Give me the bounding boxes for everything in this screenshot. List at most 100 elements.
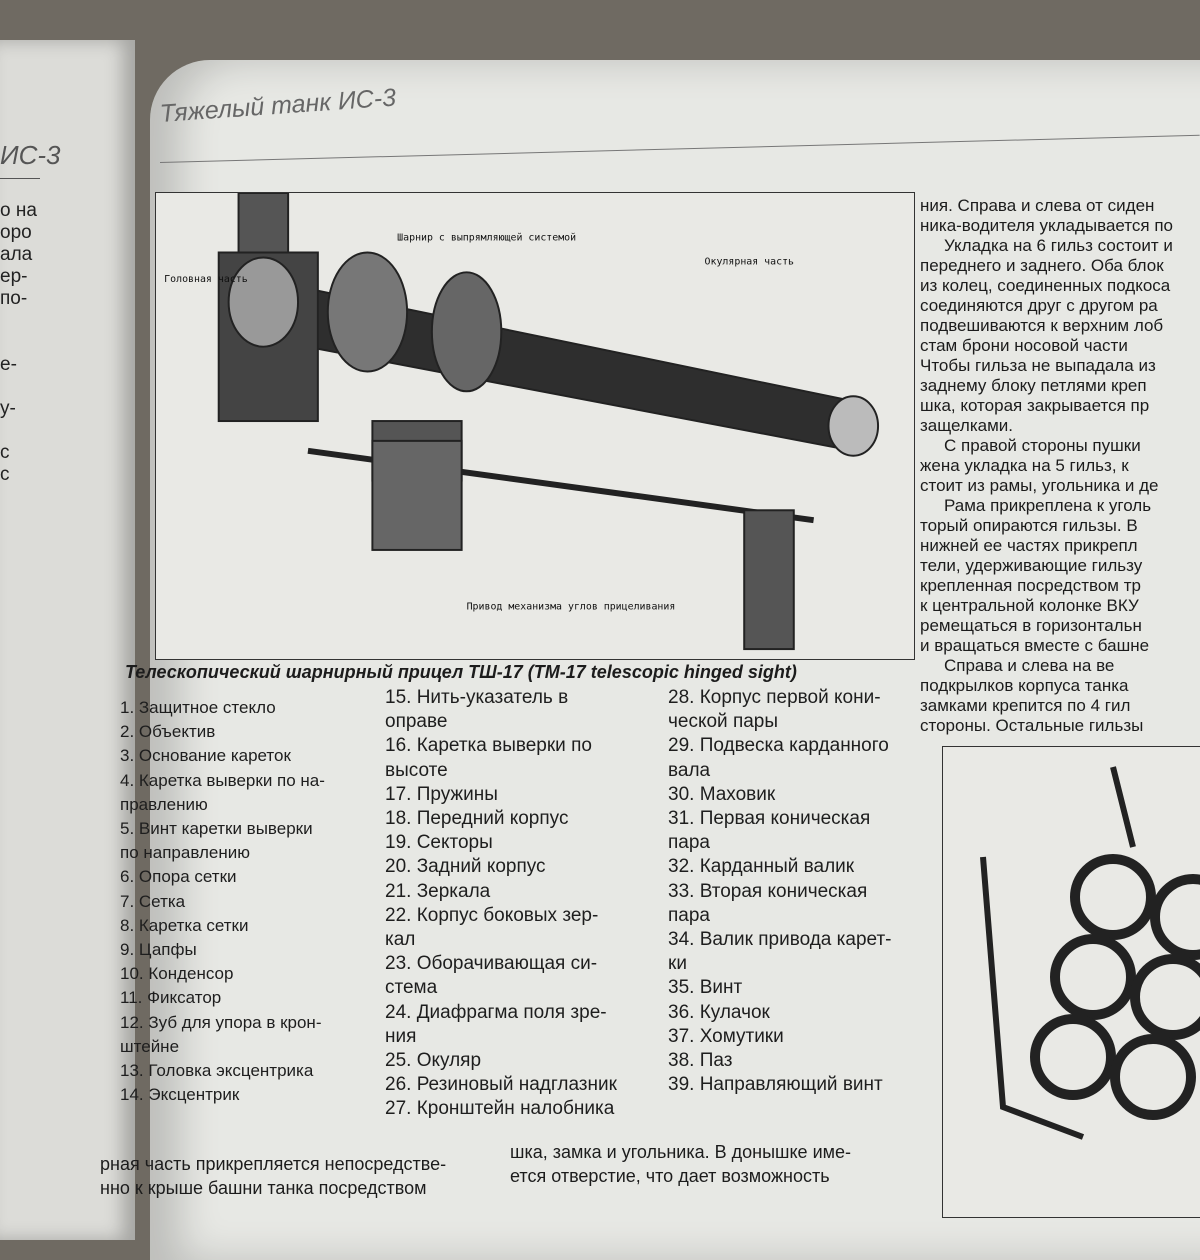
legend-item: по направлению xyxy=(120,843,250,863)
legend-item: 16. Каретка выверки по xyxy=(385,735,592,757)
front-housing xyxy=(326,251,409,373)
legend-item: штейне xyxy=(120,1036,180,1056)
legend-item: 24. Диафрагма поля зре- xyxy=(385,1001,607,1023)
text-line: ния. Справа и слева от сиден xyxy=(920,196,1155,215)
legend-item: 2. Объектив xyxy=(120,722,216,742)
shell-ring xyxy=(1150,874,1200,960)
text-line: нно к крыше башни танка посредством xyxy=(100,1178,427,1198)
eyepiece xyxy=(827,395,880,457)
legend-item: 20. Задний корпус xyxy=(385,856,546,878)
text-line: к центральной колонке ВКУ xyxy=(920,596,1139,615)
legend-item: 31. Первая коническая xyxy=(668,808,871,830)
legend-item: оправе xyxy=(385,711,448,733)
legend-item: 30. Маховик xyxy=(668,783,776,805)
legend-item: 7. Сетка xyxy=(120,891,186,911)
text-line: с xyxy=(0,442,10,463)
objective-lens xyxy=(227,256,300,348)
text-line: рная часть прикрепляется непосредстве- xyxy=(100,1154,447,1174)
legend-item: 38. Паз xyxy=(668,1050,733,1072)
legend-item: 12. Зуб для упора в крон- xyxy=(120,1012,322,1032)
text-line: стам брони носовой части xyxy=(920,336,1128,355)
text-line: замками крепится по 4 гил xyxy=(920,696,1131,715)
shell-ring xyxy=(1050,934,1136,1020)
legend-item: 35. Винт xyxy=(668,977,743,999)
sectors xyxy=(430,271,503,393)
text-line: С правой стороны пушки xyxy=(944,436,1141,455)
legend-item: 27. Кронштейн налобника xyxy=(385,1098,615,1120)
bottom-text-left: рная часть прикрепляется непосредстве- н… xyxy=(100,1152,446,1200)
legend-item: 15. Нить-указатель в xyxy=(385,687,569,708)
legend-item: 17. Пружины xyxy=(385,783,498,805)
legend-item: высоте xyxy=(385,759,448,781)
legend-item: пара xyxy=(668,832,710,854)
text-line: переднего и заднего. Оба блок xyxy=(920,256,1164,275)
legend-item: 13. Головка эксцентрика xyxy=(120,1061,314,1081)
text-line: е- xyxy=(0,354,17,375)
left-page: ИС-3 о на оро ала ер- по- е- у- с с xyxy=(0,40,135,1240)
figure-caption: Телескопический шарнирный прицел ТШ-17 (… xyxy=(125,662,797,682)
text-line: шка, замка и угольника. В донышке име- xyxy=(510,1142,852,1162)
legend-item: 34. Валик привода карет- xyxy=(668,929,892,951)
text-line: и вращаться вместе с башне xyxy=(920,636,1150,655)
handwheel-column xyxy=(743,509,795,651)
text-line: тели, удерживающие гильзу xyxy=(920,556,1143,575)
legend-item: 25. Окуляр xyxy=(385,1050,482,1072)
legend-item: 28. Корпус первой кони- xyxy=(668,687,881,708)
legend-item: 9. Цапфы xyxy=(120,940,197,960)
text-line: торый опираются гильзы. В xyxy=(920,516,1138,535)
text-line: крепленная посредством тр xyxy=(920,576,1141,595)
shell-rack-diagram xyxy=(942,746,1200,1218)
label-ocular: Окулярная часть xyxy=(705,256,794,267)
left-page-text: о на оро ала ер- по- е- у- с с xyxy=(0,200,37,486)
text-line: заднему блоку петлями креп xyxy=(920,376,1147,395)
shell-ring xyxy=(1130,954,1200,1040)
legend-item: ния xyxy=(385,1025,417,1047)
legend-item: 10. Конденсор xyxy=(120,964,234,984)
label-hinge: Шарнир с выпрямляющей системой xyxy=(397,232,576,244)
text-line: о на xyxy=(0,200,37,221)
text-line: Справа и слева на ве xyxy=(944,656,1115,675)
legend-item: 23. Оборачивающая си- xyxy=(385,953,598,975)
text-line: шка, которая закрывается пр xyxy=(920,396,1150,415)
text-line: с xyxy=(0,464,10,485)
frame xyxy=(980,856,1085,1140)
label-head: Головная часть xyxy=(164,274,248,285)
shell-ring xyxy=(1110,1034,1196,1120)
legend-item: 11. Фиксатор xyxy=(120,988,222,1008)
sight-drawing: Головная часть Шарнир с выпрямляющей сис… xyxy=(164,192,880,651)
legend-item: пара xyxy=(668,904,710,926)
legend-item: 19. Секторы xyxy=(385,832,493,854)
left-page-title: ИС-3 xyxy=(0,140,61,170)
text-line: оро xyxy=(0,222,32,243)
text-line: подкрылков корпуса танка xyxy=(920,676,1129,695)
text-line: защелками. xyxy=(920,416,1014,435)
legend-item: 32. Карданный валик xyxy=(668,856,855,878)
legend-item: стема xyxy=(385,977,438,999)
alignment-carriage xyxy=(371,439,463,551)
text-line: Укладка на 6 гильз состоит и xyxy=(944,236,1173,255)
legend-item: 26. Резиновый надглазник xyxy=(385,1074,617,1096)
legend-item: 5. Винт каретки выверки xyxy=(120,819,313,839)
sight-diagram: Головная часть Шарнир с выпрямляющей сис… xyxy=(155,192,915,660)
legend-item: ческой пары xyxy=(668,711,779,733)
text-line: стоит из рамы, угольника и де xyxy=(920,476,1159,495)
legend-item: 36. Кулачок xyxy=(668,1001,770,1023)
legend-item: 18. Передний корпус xyxy=(385,808,569,830)
legend-item: 33. Вторая коническая xyxy=(668,880,868,902)
legend-item: 4. Каретка выверки по на- xyxy=(120,770,325,790)
legend-item: кал xyxy=(385,929,416,951)
bottom-text-right: шка, замка и угольника. В донышке име- е… xyxy=(510,1140,851,1188)
legend-item: ки xyxy=(668,953,687,975)
legend-item: 39. Направляющий винт xyxy=(668,1074,883,1096)
text-line: соединяются друг с другом ра xyxy=(920,296,1158,315)
text-line: подвешиваются к верхним лоб xyxy=(920,316,1164,335)
legend-item: правлению xyxy=(120,794,208,814)
sight-tube xyxy=(227,271,855,452)
top-bracket xyxy=(237,192,290,254)
text-line: нижней ее частях прикрепл xyxy=(920,536,1138,555)
text-line: ала xyxy=(0,244,33,265)
legend-item: 14. Эксцентрик xyxy=(120,1085,240,1105)
